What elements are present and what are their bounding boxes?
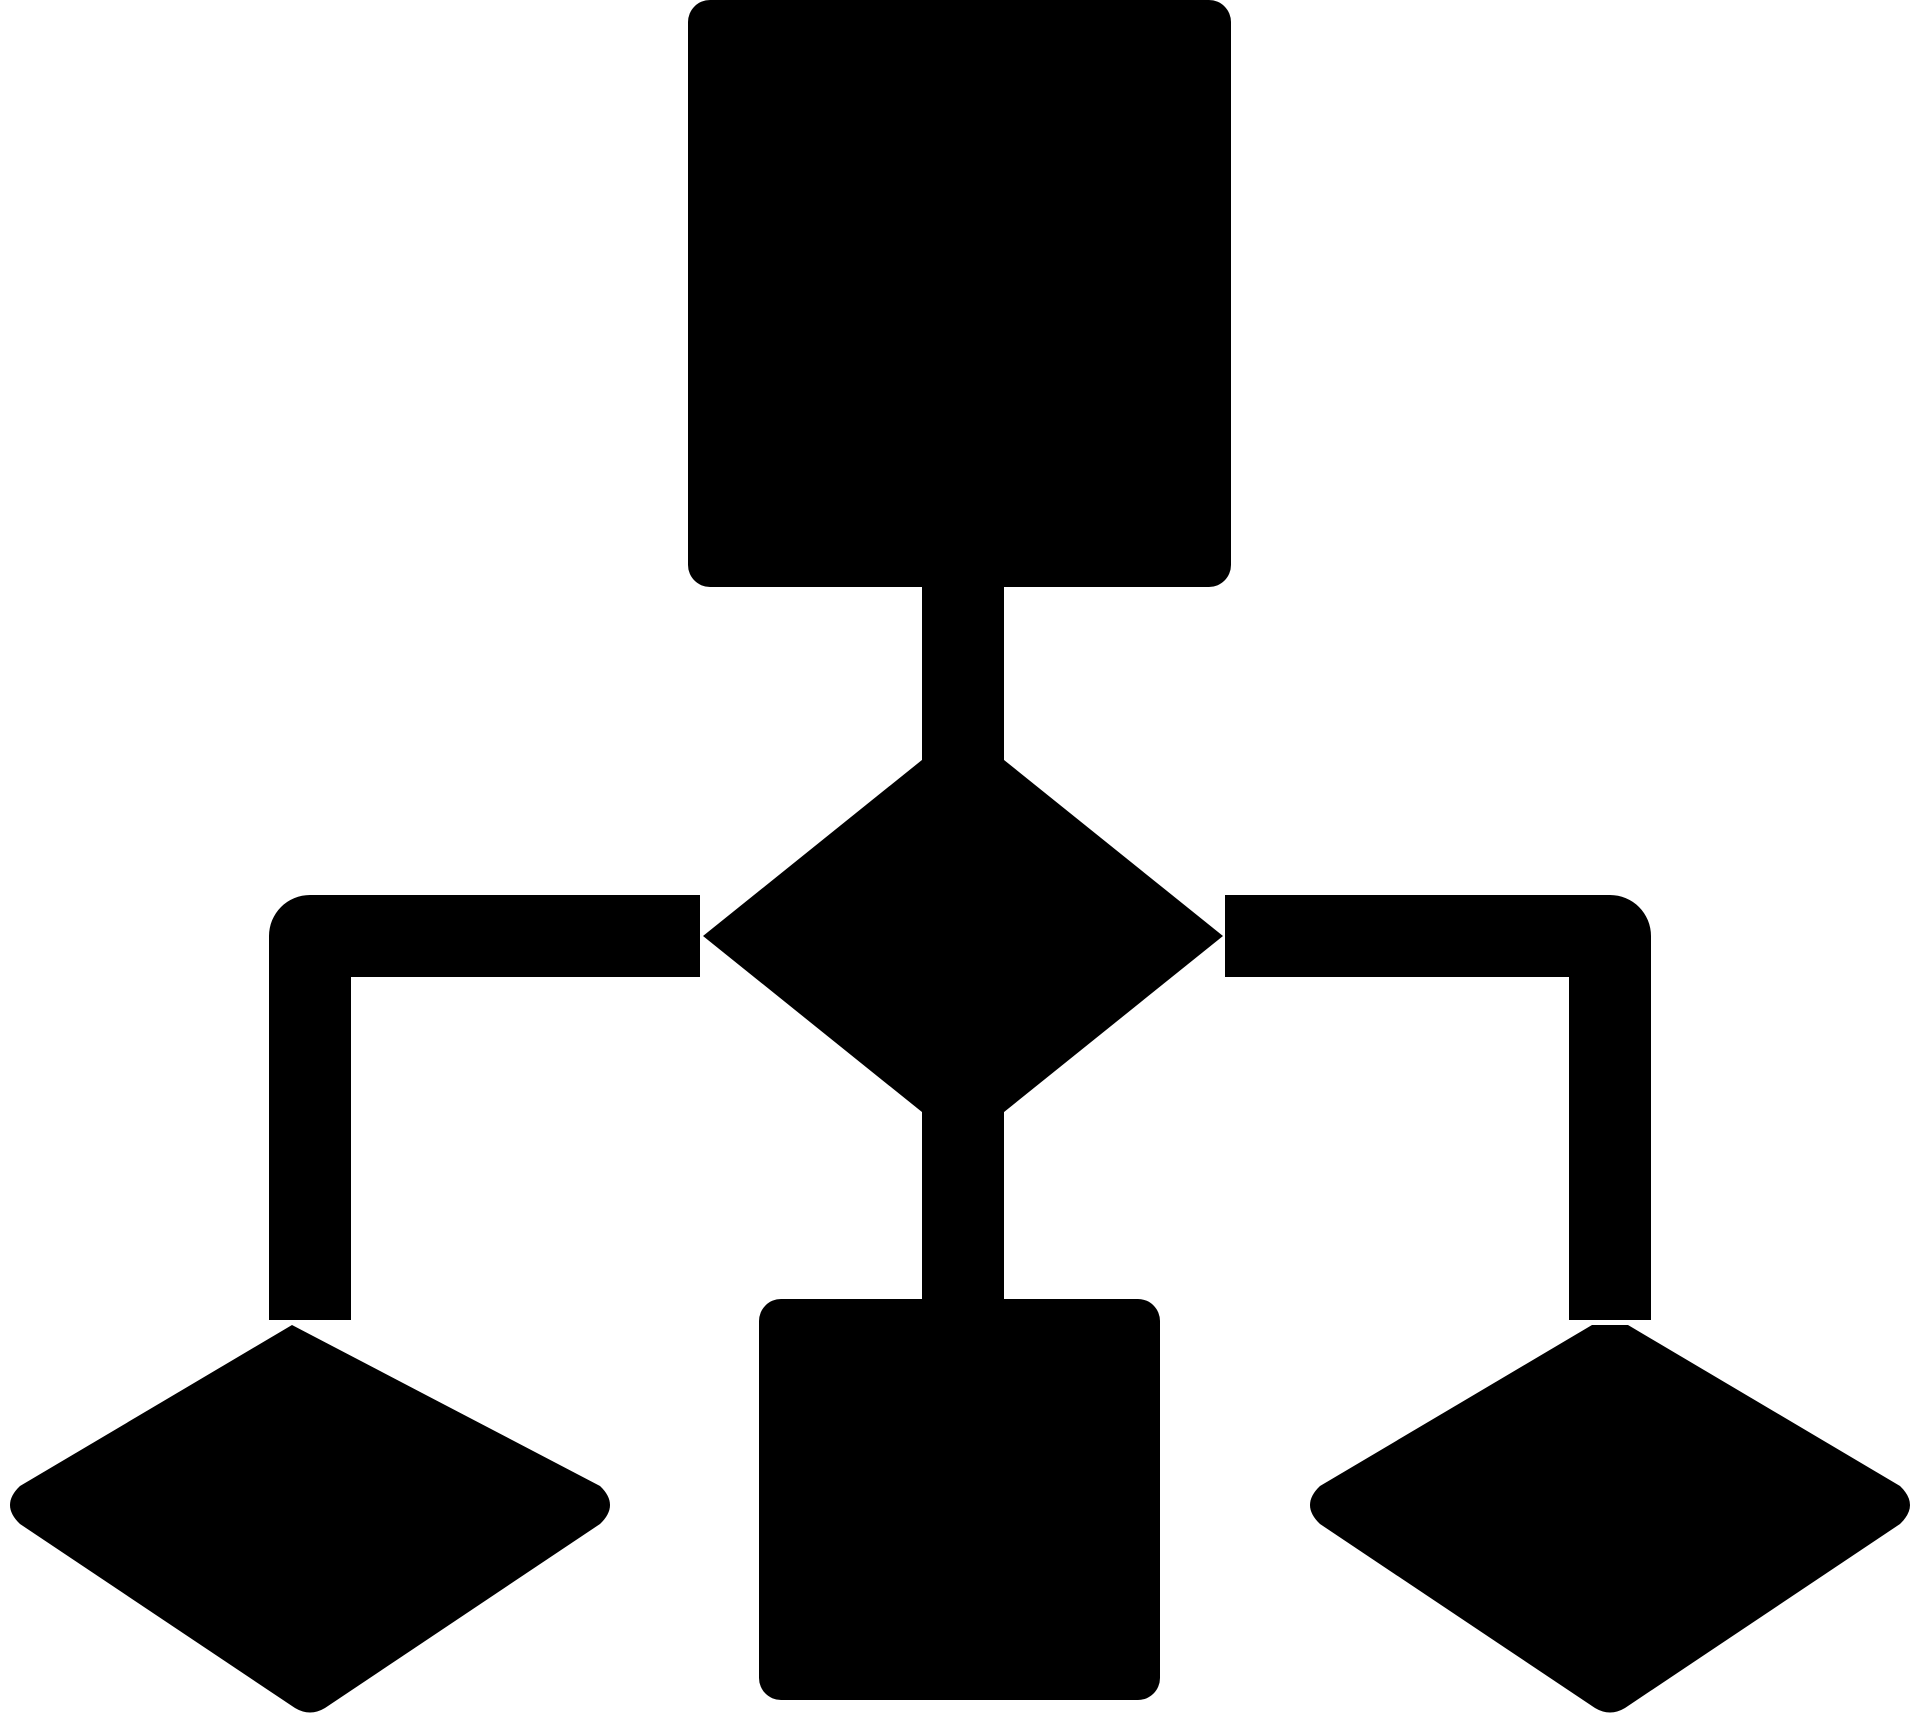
center-decision-diamond [703,727,1223,1145]
left-decision-diamond [10,1325,610,1713]
right-decision-diamond [1310,1325,1910,1713]
connector-center-to-left [269,895,700,1320]
bottom-process-box [759,1299,1160,1700]
top-process-box [688,0,1231,587]
connector-center-to-right [1225,895,1651,1320]
